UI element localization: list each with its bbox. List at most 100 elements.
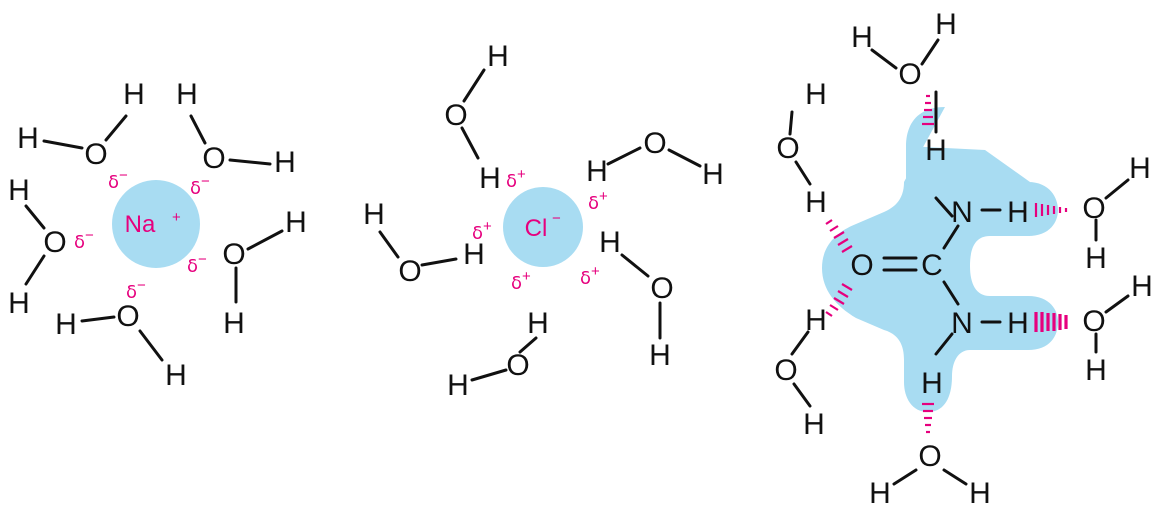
hydrogen-atom: H — [274, 146, 296, 179]
hydrogen-bond — [922, 94, 934, 126]
water-molecule: H O H — [774, 304, 827, 441]
water-molecule: O H H — [869, 440, 991, 508]
hydrogen-atom: H — [487, 40, 509, 73]
water-molecule: H O H — [363, 198, 485, 288]
urea-hydration-panel: H N H O C N H H H O H — [774, 8, 1153, 508]
water-molecule: H O H — [776, 78, 827, 219]
hydrogen-atom: H — [805, 304, 827, 337]
svg-text:−: − — [119, 167, 128, 184]
na-hydration-panel: Na + H O H H O H H O H O — [8, 78, 307, 392]
svg-text:+: + — [522, 268, 531, 285]
urea-highlight — [822, 107, 1058, 412]
hydrogen-atom: H — [223, 307, 245, 340]
partial-charge: δ− — [187, 251, 207, 277]
hydrogen-atom: H — [702, 158, 724, 191]
partial-charge: δ+ — [588, 188, 608, 214]
cl-ion-label: Cl — [525, 215, 548, 242]
oxygen-atom: O — [776, 132, 799, 165]
hydrogen-atom: H — [527, 307, 549, 340]
hydrogen-atom: H — [1085, 354, 1107, 387]
bond — [942, 224, 960, 250]
hydrogen-atom: H — [17, 122, 39, 155]
svg-text:δ: δ — [187, 256, 198, 277]
svg-text:δ: δ — [588, 193, 599, 214]
oxygen-atom: O — [506, 349, 529, 382]
hydrogen-atom: H — [969, 477, 991, 508]
hydrogen-atom: H — [479, 162, 501, 195]
oxygen-atom: O — [918, 440, 941, 473]
hydrogen-atom: H — [1131, 270, 1153, 303]
partial-charge: δ+ — [580, 263, 600, 289]
partial-charge: δ− — [126, 277, 146, 303]
svg-text:+: + — [517, 166, 526, 183]
hydrogen-atom: H — [921, 367, 943, 400]
svg-text:δ: δ — [511, 273, 522, 294]
hydrogen-atom: H — [649, 339, 671, 372]
hydrogen-atom: H — [805, 78, 827, 111]
oxygen-atom: O — [84, 138, 107, 171]
svg-text:δ: δ — [108, 172, 119, 193]
partial-charge: δ+ — [511, 268, 531, 294]
hydrogen-bond — [825, 219, 853, 253]
svg-text:−: − — [137, 277, 146, 294]
water-molecule: H O H — [444, 40, 509, 195]
water-molecule: H O H — [599, 226, 674, 372]
hydrogen-atom: H — [463, 238, 485, 271]
water-molecule: O H H — [222, 206, 307, 340]
hydrogen-atom: H — [1085, 242, 1107, 275]
carbon-atom: C — [921, 249, 943, 282]
hydrogen-atom: H — [1007, 307, 1029, 340]
oxygen-atom: O — [202, 142, 225, 175]
oxygen-atom: O — [398, 255, 421, 288]
svg-text:δ: δ — [472, 223, 483, 244]
hydrogen-bond — [1034, 312, 1068, 332]
hydrogen-atom: H — [8, 287, 30, 320]
hydrogen-bond — [922, 402, 934, 434]
nitrogen-atom: N — [951, 196, 973, 229]
svg-text:+: + — [599, 188, 608, 205]
partial-charge: δ+ — [472, 218, 492, 244]
svg-text:δ: δ — [580, 268, 591, 289]
water-molecule: H O H — [447, 307, 549, 402]
svg-text:+: + — [483, 218, 492, 235]
na-ion-label: Na — [125, 211, 156, 238]
bond — [942, 280, 960, 306]
water-molecule: H O H — [55, 300, 187, 392]
hydrogen-atom: H — [55, 308, 77, 341]
hydrogen-atom: H — [1129, 152, 1151, 185]
oxygen-atom: O — [643, 127, 666, 160]
hydrogen-atom: H — [935, 8, 957, 41]
bond — [934, 196, 954, 218]
oxygen-atom: O — [116, 300, 139, 333]
hydrogen-atom: H — [805, 186, 827, 219]
na-ion-sphere — [112, 180, 200, 268]
svg-text:−: − — [198, 251, 207, 268]
water-molecule: H O H — [17, 78, 145, 171]
partial-charge: δ− — [108, 167, 128, 193]
bond — [934, 332, 954, 356]
hydrogen-atom: H — [363, 198, 385, 231]
svg-text:−: − — [201, 173, 210, 190]
partial-charge: δ− — [74, 227, 94, 253]
svg-text:−: − — [85, 227, 94, 244]
svg-text:δ: δ — [126, 282, 137, 303]
water-molecule: H O H — [851, 8, 957, 91]
oxygen-atom: O — [774, 354, 797, 387]
hydrogen-atom: H — [599, 226, 621, 259]
oxygen-atom: O — [850, 249, 873, 282]
hydrogen-atom: H — [285, 206, 307, 239]
partial-charge: δ− — [190, 173, 210, 199]
hydrogen-atom: H — [803, 408, 825, 441]
hydrogen-atom: H — [869, 477, 891, 508]
svg-text:δ: δ — [506, 171, 517, 192]
svg-text:δ: δ — [190, 178, 201, 199]
partial-charge: δ+ — [506, 166, 526, 192]
hydrogen-atom: H — [447, 369, 469, 402]
oxygen-atom: O — [1082, 192, 1105, 225]
hydrogen-bond — [1034, 203, 1068, 217]
water-molecule: H O H — [176, 78, 296, 179]
water-molecule: O H H — [1082, 270, 1153, 387]
svg-text:+: + — [591, 263, 600, 280]
